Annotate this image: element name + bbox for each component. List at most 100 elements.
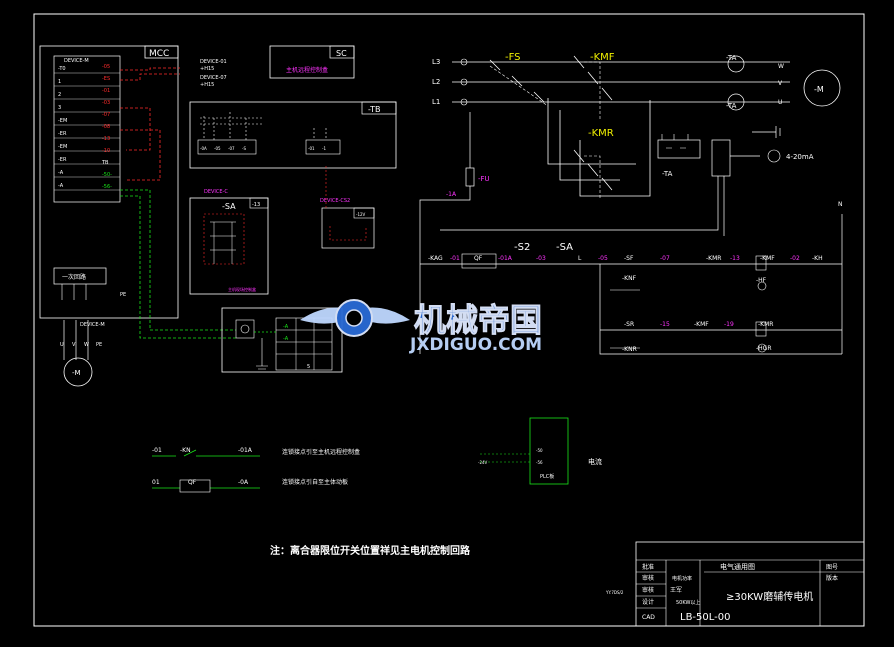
svg-text:-KNR: -KNR	[622, 346, 637, 353]
control-label: -03	[536, 255, 546, 262]
mcc-code: TB	[101, 160, 109, 166]
terminal-box: -A -A 5	[221, 307, 343, 373]
svg-text:-TA: -TA	[726, 54, 737, 62]
svg-text:-A: -A	[283, 336, 289, 342]
title-block: 批准 审核 审核 设计 CAD 王军 YY.7DS/2 电气通用图 电机功率 5…	[605, 541, 865, 627]
svg-text:+H15: +H15	[200, 82, 214, 88]
svg-text:电气通用图: 电气通用图	[720, 562, 755, 571]
pe-label-left: PE	[120, 292, 126, 298]
tb-code: -05	[214, 146, 221, 151]
sc-box: SC 主机远程控制盒	[269, 45, 355, 79]
svg-text:-SA: -SA	[222, 202, 236, 211]
main-motor	[803, 69, 841, 107]
svg-text:DEVICE-07: DEVICE-07	[200, 75, 227, 81]
mcc-code: -08	[102, 124, 110, 130]
svg-text:王军: 王军	[670, 587, 682, 594]
svg-text:-1A: -1A	[446, 191, 457, 198]
mcc-row-label: -A	[58, 170, 64, 176]
svg-text:主机现场控制盒: 主机现场控制盒	[228, 286, 256, 292]
svg-text:YY.7DS/2: YY.7DS/2	[605, 590, 624, 595]
svg-text:连锁接点引自至主体动板: 连锁接点引自至主体动板	[282, 478, 348, 486]
mcc-code: -10	[102, 148, 110, 154]
svg-text:-FS: -FS	[505, 52, 521, 63]
mcc-row-label: 2	[58, 92, 61, 98]
field-control-box: -13 DEVICE-C -SA 主机现场控制盒	[189, 189, 269, 295]
svg-text:V: V	[72, 342, 76, 348]
tb-code: -1	[322, 146, 326, 151]
svg-text:≥30KW磨辅传电机: ≥30KW磨辅传电机	[726, 590, 813, 603]
svg-text:01: 01	[152, 479, 160, 486]
mcc-panel: MCC DEVICE-M -T0123-EM-ER-EM-ER-A-A-05-E…	[39, 45, 236, 339]
mcc-row-label: -A	[58, 183, 64, 189]
mcc-row-label: -T0	[58, 66, 66, 72]
svg-text:SC: SC	[336, 49, 347, 58]
mcc-row-label: 3	[58, 105, 61, 111]
svg-text:5: 5	[307, 364, 310, 370]
svg-text:-A: -A	[283, 324, 289, 330]
mcc-code: -03	[102, 100, 110, 106]
svg-text:-KMF: -KMF	[590, 52, 615, 63]
mcc-code: -13	[102, 136, 110, 142]
control-label: -KMR	[758, 321, 773, 328]
svg-text:U: U	[778, 99, 782, 106]
control-label: -SF	[624, 255, 634, 262]
tb-code: -07	[228, 146, 235, 151]
control-label: -KMF	[760, 255, 775, 262]
svg-text:-HGR: -HGR	[756, 345, 772, 352]
mcc-row-label: -ER	[58, 131, 67, 137]
svg-text:设计: 设计	[642, 598, 654, 606]
control-label: -KAG	[428, 255, 443, 262]
svg-text:-01A: -01A	[238, 447, 253, 454]
mcc-row-label: 1	[58, 79, 61, 85]
tb-code: -S	[242, 146, 246, 151]
control-label: -05	[598, 255, 608, 262]
svg-text:-TA: -TA	[662, 170, 673, 178]
svg-text:审核: 审核	[642, 574, 654, 582]
svg-text:电流: 电流	[588, 457, 602, 466]
svg-text:-50: -50	[536, 448, 543, 453]
control-label: -KMF	[694, 321, 709, 328]
mcc-row-label: -ER	[58, 157, 67, 163]
control-label: -KMR	[706, 255, 721, 262]
control-label: -15	[660, 321, 670, 328]
svg-text:-24V: -24V	[478, 460, 488, 465]
mcc-code: -ES	[102, 76, 110, 82]
svg-text:-12V: -12V	[356, 212, 366, 217]
svg-text:-TA: -TA	[726, 102, 737, 110]
cs2-box: DEVICE-CS2 -12V	[320, 166, 375, 249]
watermark-logo: 机械帝国 JXDIGUO.COM	[300, 299, 543, 355]
tb-code: -01	[308, 146, 315, 151]
control-label: -KH	[812, 255, 823, 262]
control-label: -01	[450, 255, 460, 262]
watermark-brand: 机械帝国	[414, 301, 542, 339]
mcc-device-label: DEVICE-M	[64, 58, 89, 64]
svg-text:-KMR: -KMR	[588, 128, 614, 139]
phase-label: L3	[432, 58, 440, 66]
svg-text:LB-50L-00: LB-50L-00	[680, 612, 731, 623]
control-label: -01A	[498, 255, 513, 262]
svg-text:U: U	[60, 342, 64, 348]
svg-text:批准: 批准	[642, 563, 654, 571]
svg-text:QF: QF	[188, 479, 197, 486]
mcc-title: MCC	[149, 49, 169, 59]
svg-text:DEVICE-01: DEVICE-01	[200, 59, 227, 65]
plc-block: PLC板 -24V -50 -56 电流	[478, 417, 602, 485]
mcc-code: -05	[102, 64, 110, 70]
svg-text:-HF: -HF	[756, 277, 767, 284]
tb-box: -TB -0A-05-07-S-01-1	[189, 101, 397, 169]
control-label: -02	[790, 255, 800, 262]
mcc-code: -56-	[102, 184, 112, 190]
control-label: -SR	[624, 321, 634, 328]
legend: -01 -KN -01A 连锁接点引至主机远程控制盒 01 QF -0A 连锁接…	[152, 447, 360, 493]
mcc-code: -50-	[102, 172, 112, 178]
mcc-row-label: -EM	[58, 144, 67, 150]
control-label: -19	[724, 321, 734, 328]
tb-code: -0A	[200, 146, 207, 151]
svg-text:N: N	[838, 201, 843, 208]
svg-text:电机功率: 电机功率	[672, 575, 692, 582]
control-label: -07	[660, 255, 670, 262]
control-label: -SA	[556, 242, 573, 253]
